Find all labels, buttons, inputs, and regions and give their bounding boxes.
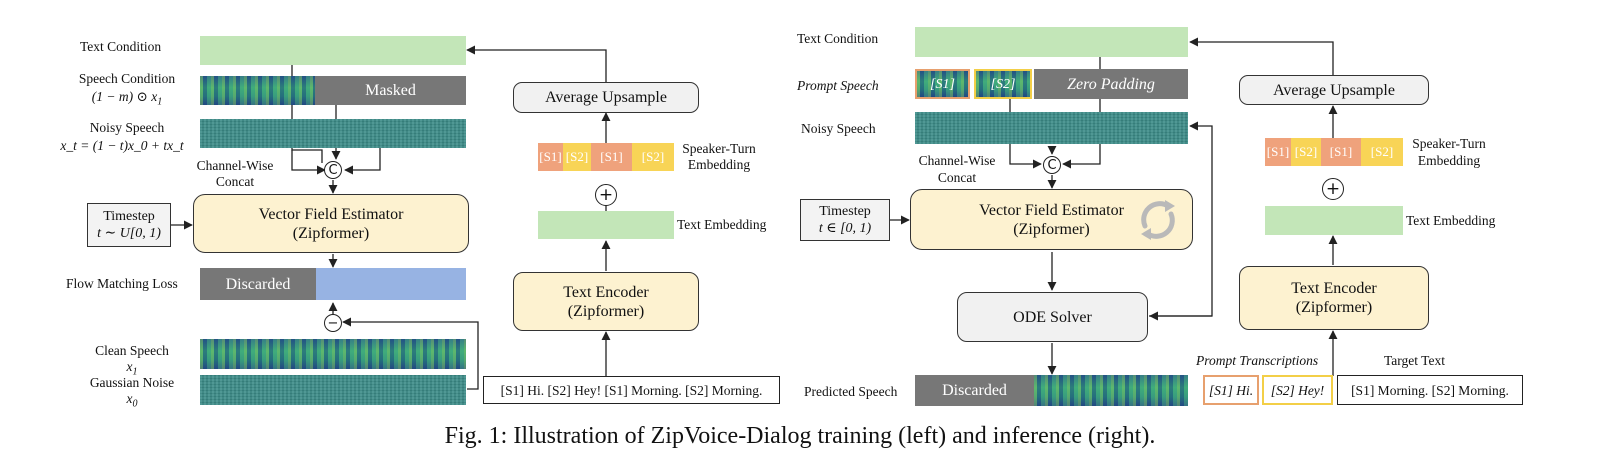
left-masked-box: Masked xyxy=(315,76,466,105)
left-label-gaussian-noise-var: x0 xyxy=(126,391,138,410)
left-label-gaussian-noise: Gaussian Noise xyxy=(89,375,175,390)
left-timestep-title: Timestep xyxy=(103,209,155,224)
left-vfe-subtitle: (Zipformer) xyxy=(292,224,370,242)
left-clean-speech-spectrogram xyxy=(200,339,466,369)
left-loss-bar xyxy=(316,268,466,300)
right-zero-padding-box: Zero Padding xyxy=(1034,69,1188,99)
right-target-text-box: [S1] Morning. [S2] Morning. xyxy=(1337,375,1523,405)
left-label-concat: Concat xyxy=(215,174,255,189)
right-ode-solver-box: ODE Solver xyxy=(957,292,1148,342)
left-chip-s1-b: [S1] xyxy=(591,143,632,171)
left-label-speaker-turn-2: Embedding xyxy=(687,157,751,172)
figure-caption: Fig. 1: Illustration of ZipVoice-Dialog … xyxy=(444,423,1156,449)
left-chip-s1-a: [S1] xyxy=(538,143,563,171)
right-average-upsample-box: Average Upsample xyxy=(1239,75,1429,105)
right-prompt-text-s2: [S2] Hey! xyxy=(1262,375,1333,405)
left-vfe-title: Vector Field Estimator xyxy=(258,205,404,223)
line-upsample-to-text-condition xyxy=(466,45,607,82)
left-plus-operator-icon: + xyxy=(595,184,617,206)
left-label-noisy-speech-formula: x_t = (1 − t)x_0 + tx_t xyxy=(60,138,184,153)
left-text-embedding-bar xyxy=(538,211,674,239)
left-text-encoder-title: Text Encoder xyxy=(563,283,649,301)
right-predicted-spectrogram xyxy=(1034,375,1188,406)
line-noise-to-minus xyxy=(342,317,479,390)
right-prompt-text-s1: [S1] Hi. xyxy=(1203,375,1259,405)
right-prompt-s1-box: [S1] xyxy=(915,69,970,99)
left-average-upsample-box: Average Upsample xyxy=(513,82,699,113)
left-label-speaker-turn-1: Speaker-Turn xyxy=(682,141,756,156)
left-speech-condition-spectrogram xyxy=(200,76,315,105)
right-vfe-title: Vector Field Estimator xyxy=(979,201,1124,219)
left-label-text-condition: Text Condition xyxy=(80,39,162,54)
right-timestep-title: Timestep xyxy=(819,204,871,219)
left-concat-operator-icon: C xyxy=(324,161,342,179)
right-label-target-text: Target Text xyxy=(1384,353,1445,368)
left-vector-field-estimator-box: Vector Field Estimator (Zipformer) xyxy=(193,194,469,253)
right-text-encoder-subtitle: (Zipformer) xyxy=(1295,299,1373,316)
right-label-predicted-speech: Predicted Speech xyxy=(804,384,898,399)
left-noisy-speech-bar xyxy=(200,119,466,148)
right-label-speaker-turn-2: Embedding xyxy=(1417,153,1481,168)
left-text-encoder-box: Text Encoder (Zipformer) xyxy=(513,272,699,331)
line-r-upsample-to-text-condition xyxy=(1189,37,1334,76)
right-chip-s2-b: [S2] xyxy=(1361,138,1403,166)
right-text-condition-bar xyxy=(915,27,1188,57)
left-label-flow-matching-loss: Flow Matching Loss xyxy=(66,276,178,291)
left-label-speech-condition-formula: (1 − m) ⊙ x1 xyxy=(91,89,163,108)
line-textcond-to-concat xyxy=(291,65,323,163)
right-label-concat: Concat xyxy=(937,170,977,185)
right-discarded-box: Discarded xyxy=(915,375,1034,406)
right-label-channel-wise: Channel-Wise xyxy=(918,153,996,168)
right-label-text-embedding: Text Embedding xyxy=(1406,213,1496,228)
right-label-speaker-turn-1: Speaker-Turn xyxy=(1412,136,1486,151)
left-gaussian-noise-bar xyxy=(200,375,466,405)
right-text-encoder-box: Text Encoder (Zipformer) xyxy=(1239,266,1429,330)
left-timestep-formula: t ∼ U[0, 1) xyxy=(97,226,161,241)
left-label-clean-speech: Clean Speech xyxy=(95,343,169,358)
left-input-text-box: [S1] Hi. [S2] Hey! [S1] Morning. [S2] Mo… xyxy=(483,376,780,404)
left-text-condition-bar xyxy=(200,36,466,65)
right-label-prompt-transcriptions: Prompt Transcriptions xyxy=(1196,353,1319,368)
right-label-text-condition: Text Condition xyxy=(797,31,879,46)
right-timestep-box: Timestep t ∈ [0, 1) xyxy=(800,199,890,241)
right-concat-operator-icon: C xyxy=(1043,156,1061,174)
right-prompt-s2-box: [S2] xyxy=(974,69,1032,99)
left-minus-operator-icon: − xyxy=(324,314,342,332)
right-timestep-formula: t ∈ [0, 1) xyxy=(818,221,872,236)
left-timestep-box: Timestep t ∼ U[0, 1) xyxy=(87,203,171,247)
left-label-text-embedding: Text Embedding xyxy=(677,217,767,232)
right-text-embedding-bar xyxy=(1265,206,1403,235)
right-text-encoder-title: Text Encoder xyxy=(1291,280,1377,297)
right-vfe-subtitle: (Zipformer) xyxy=(1013,220,1090,238)
right-label-noisy-speech: Noisy Speech xyxy=(801,121,876,136)
right-chip-s2-a: [S2] xyxy=(1291,138,1321,166)
right-chip-s1-b: [S1] xyxy=(1321,138,1361,166)
left-chip-s2-a: [S2] xyxy=(563,143,591,171)
right-chip-s1-a: [S1] xyxy=(1265,138,1291,166)
right-plus-operator-icon: + xyxy=(1322,178,1344,200)
line-noisy-to-concat xyxy=(344,148,381,175)
left-label-clean-speech-var: x1 xyxy=(126,359,138,378)
left-label-speech-condition: Speech Condition xyxy=(78,71,176,86)
loop-icon xyxy=(1141,200,1175,240)
line-textcond-left-to-concat xyxy=(291,150,326,175)
right-label-prompt-speech: Prompt Speech xyxy=(797,78,879,93)
right-noisy-speech-bar xyxy=(915,112,1188,144)
left-chip-s2-b: [S2] xyxy=(632,143,674,171)
left-text-encoder-subtitle: (Zipformer) xyxy=(567,302,645,320)
left-label-channel-wise: Channel-Wise xyxy=(196,158,274,173)
left-discarded-box: Discarded xyxy=(200,268,316,300)
left-label-noisy-speech: Noisy Speech xyxy=(89,120,165,135)
